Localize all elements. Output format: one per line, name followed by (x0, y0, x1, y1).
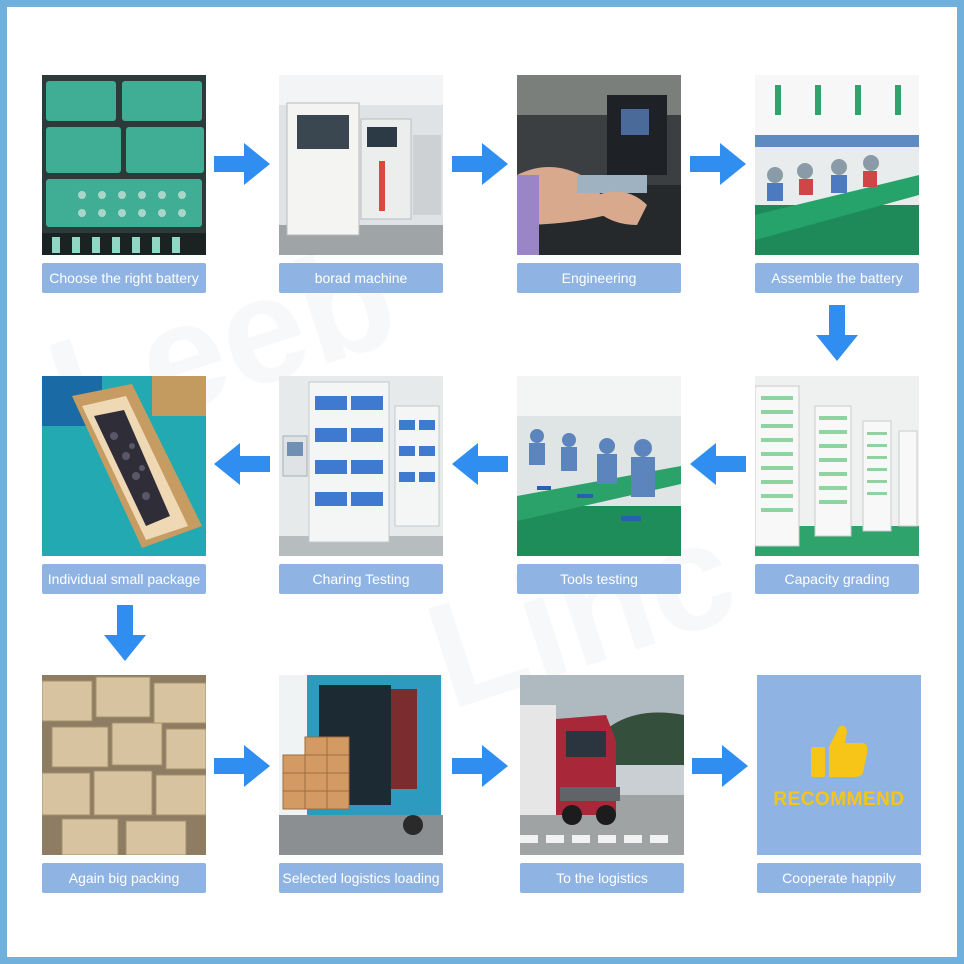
engineering-photo (517, 75, 681, 255)
arrow-right-icon (452, 745, 508, 787)
arrow-left-icon (452, 443, 508, 485)
step-cooperate: RECOMMEND Cooperate happily (757, 675, 921, 893)
step-capacity-grading: Capacity grading (755, 376, 919, 594)
step-logistics-loading: Selected logistics loading (279, 675, 443, 893)
step-individual-package: Individual small package (42, 376, 206, 594)
step-label: Selected logistics loading (279, 863, 443, 893)
recommend-badge: RECOMMEND (757, 675, 921, 855)
arrow-right-icon (452, 143, 508, 185)
step-assemble-battery: Assemble the battery (755, 75, 919, 293)
arrow-left-icon (214, 443, 270, 485)
step-label: Engineering (517, 263, 681, 293)
cartons-stack-photo (42, 675, 206, 855)
thumbs-up-icon (811, 725, 868, 777)
step-engineering: Engineering (517, 75, 681, 293)
step-charing-testing: Charing Testing (279, 376, 443, 594)
step-label: borad machine (279, 263, 443, 293)
step-label: Choose the right battery (42, 263, 206, 293)
arrow-right-icon (690, 143, 746, 185)
recommend-text: RECOMMEND (773, 789, 905, 810)
step-choose-battery: Choose the right battery (42, 75, 206, 293)
charging-test-racks-photo (279, 376, 443, 556)
capacity-grading-racks-photo (755, 376, 919, 556)
step-label: To the logistics (520, 863, 684, 893)
step-label: Tools testing (517, 564, 681, 594)
arrow-right-icon (214, 745, 270, 787)
step-label: Again big packing (42, 863, 206, 893)
arrow-right-icon (692, 745, 748, 787)
arrow-down-icon (816, 305, 858, 361)
step-tools-testing: Tools testing (517, 376, 681, 594)
step-label: Charing Testing (279, 564, 443, 594)
battery-cells-photo (42, 75, 206, 255)
small-package-box-photo (42, 376, 206, 556)
arrow-left-icon (690, 443, 746, 485)
step-big-packing: Again big packing (42, 675, 206, 893)
assembly-line-photo (755, 75, 919, 255)
step-board-machine: borad machine (279, 75, 443, 293)
step-to-logistics: To the logistics (520, 675, 684, 893)
arrow-down-icon (104, 605, 146, 661)
process-flow-frame: Leeb Linc (7, 7, 957, 957)
step-label: Individual small package (42, 564, 206, 594)
arrow-right-icon (214, 143, 270, 185)
step-label: Capacity grading (755, 564, 919, 594)
tools-testing-workshop-photo (517, 376, 681, 556)
board-machine-photo (279, 75, 443, 255)
logistics-truck-photo (520, 675, 684, 855)
step-label: Assemble the battery (755, 263, 919, 293)
truck-loading-photo (279, 675, 443, 855)
step-label: Cooperate happily (757, 863, 921, 893)
